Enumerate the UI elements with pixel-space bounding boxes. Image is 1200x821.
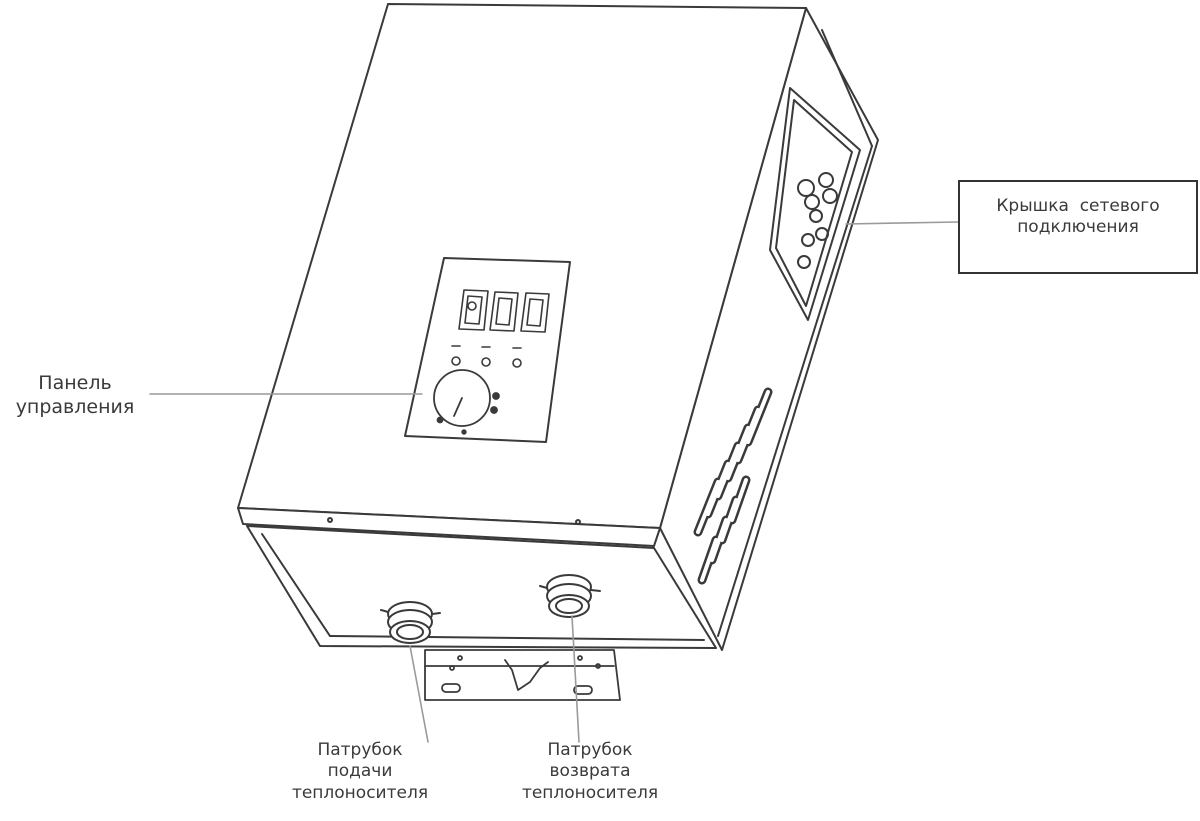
cover-holes — [797, 172, 838, 269]
label-return-pipe: Патрубок возврата теплоносителя — [500, 740, 680, 804]
boiler-bottom-body — [246, 525, 717, 649]
bottom-body-line — [261, 533, 331, 637]
panel-switches — [458, 289, 550, 333]
boiler-front-edge — [237, 507, 661, 547]
network-cover-inner — [775, 99, 853, 307]
label-supply-pipe-line3: теплоносителя — [291, 782, 429, 803]
leader-lines — [149, 221, 959, 743]
label-control-panel-line1: Панель — [38, 372, 112, 394]
label-network-cover-line2: подключения — [1017, 217, 1139, 238]
label-supply-pipe: Патрубок подачи теплоносителя — [270, 740, 450, 804]
label-control-panel: Панель управления — [0, 372, 150, 420]
side-edge-line — [821, 29, 873, 147]
screw — [575, 519, 581, 525]
label-return-pipe-line2: возврата — [549, 761, 631, 782]
panel-indicators — [451, 345, 522, 368]
label-supply-pipe-line2: подачи — [327, 761, 393, 782]
label-supply-pipe-line1: Патрубок — [317, 740, 403, 760]
mounting-bracket — [424, 649, 621, 701]
label-network-cover: Крышка сетевого подключения — [958, 180, 1198, 274]
return-pipe — [539, 574, 601, 618]
leader-supply-pipe — [409, 645, 429, 743]
vent-slots-inner — [696, 390, 770, 582]
network-cover — [769, 87, 861, 321]
label-return-pipe-line3: теплоносителя — [521, 782, 659, 803]
side-edge-line — [717, 145, 873, 637]
label-network-cover-line1: Крышка сетевого — [996, 196, 1160, 216]
label-return-pipe-line1: Патрубок — [547, 740, 633, 760]
leader-return-pipe — [571, 615, 580, 743]
thermostat-knob — [433, 369, 500, 435]
screw — [327, 517, 333, 523]
leader-network-cover — [845, 221, 959, 225]
supply-pipe — [380, 601, 441, 644]
label-control-panel-line2: управления — [15, 395, 135, 418]
